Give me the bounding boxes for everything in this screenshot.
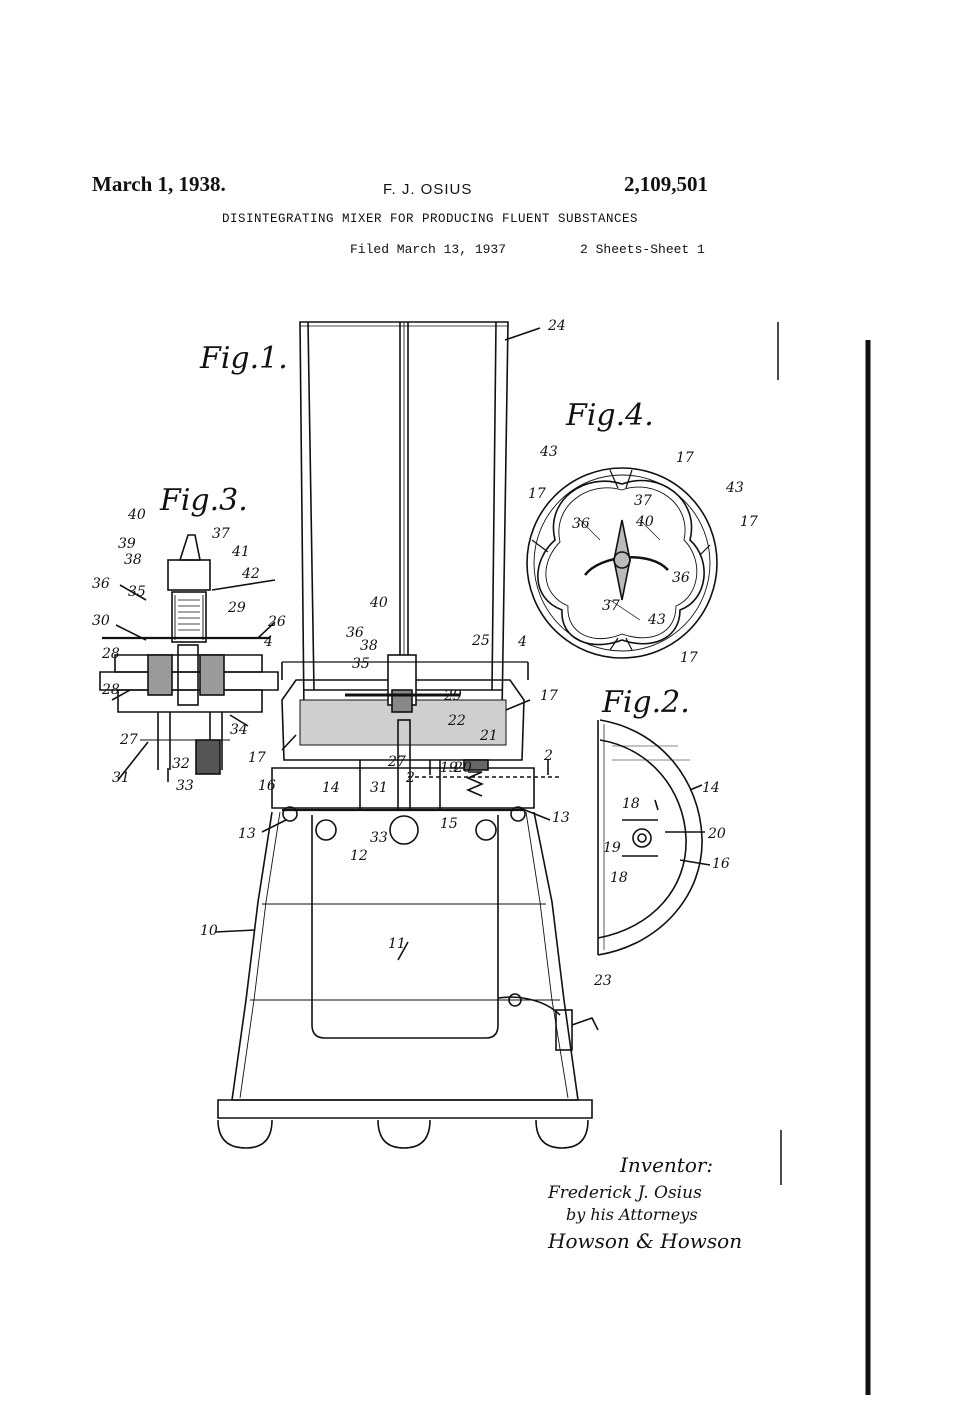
fig4-drawing bbox=[526, 467, 718, 659]
filed-date: Filed March 13, 1937 bbox=[350, 242, 507, 257]
ref-numeral: 18 bbox=[622, 796, 640, 812]
ref-numeral: 17 bbox=[740, 514, 758, 530]
fig3-drawing bbox=[99, 534, 279, 782]
ref-numeral: 33 bbox=[370, 830, 388, 846]
ref-numeral: 21 bbox=[479, 728, 498, 744]
ref-numeral: 32 bbox=[172, 756, 190, 772]
patent-number: 2,109,501 bbox=[624, 172, 708, 196]
ref-numeral: 17 bbox=[540, 688, 558, 704]
ref-numeral: 31 bbox=[370, 780, 388, 796]
ref-numeral: 4 bbox=[263, 634, 273, 650]
ref-numeral: 15 bbox=[440, 816, 458, 832]
fig1-label: Fig.1. bbox=[199, 341, 288, 376]
ref-numeral: 31 bbox=[112, 770, 130, 786]
ref-numeral: 25 bbox=[471, 633, 490, 649]
ref-numeral: 19 bbox=[603, 840, 621, 856]
ref-numeral: 40 bbox=[635, 514, 654, 530]
ref-numeral: 38 bbox=[124, 552, 142, 568]
sheet-number: 2 Sheets-Sheet 1 bbox=[580, 242, 705, 257]
ref-numeral: 16 bbox=[712, 856, 730, 872]
ref-numeral: 43 bbox=[725, 480, 744, 496]
ref-numeral: 38 bbox=[360, 638, 378, 654]
ref-numeral: 27 bbox=[119, 732, 138, 748]
fig1-drawing bbox=[214, 321, 599, 1149]
ref-numeral: 20 bbox=[707, 826, 726, 842]
ref-numeral: 11 bbox=[388, 936, 406, 952]
ref-numeral: 30 bbox=[92, 613, 110, 629]
ref-numeral: 29 bbox=[227, 600, 246, 616]
ref-numeral: 40 bbox=[369, 595, 388, 611]
fig3-label: Fig.3. bbox=[159, 483, 248, 518]
ref-numeral: 35 bbox=[128, 584, 146, 600]
ref-numeral: 13 bbox=[238, 826, 256, 842]
ref-numeral: 22 bbox=[447, 713, 466, 729]
ref-numeral: 36 bbox=[92, 576, 110, 592]
ref-numeral: 36 bbox=[346, 625, 364, 641]
ref-numeral: 20 bbox=[453, 760, 472, 776]
ref-numeral: 36 bbox=[572, 516, 590, 532]
inventor-name: F. J. OSIUS bbox=[383, 181, 473, 198]
ref-numeral: 2 bbox=[405, 770, 415, 786]
ref-numeral: 37 bbox=[634, 493, 652, 509]
ref-numeral: 14 bbox=[322, 780, 340, 796]
patent-title: DISINTEGRATING MIXER FOR PRODUCING FLUEN… bbox=[222, 212, 639, 226]
ref-numeral: 13 bbox=[552, 810, 570, 826]
ref-numeral: 39 bbox=[118, 536, 136, 552]
ref-numeral: 29 bbox=[443, 688, 462, 704]
signature-attorneys-name: Howson & Howson bbox=[547, 1229, 742, 1253]
ref-numeral: 42 bbox=[241, 566, 260, 582]
ref-numeral: 18 bbox=[610, 870, 628, 886]
reference-numerals: 10 11 12 13 13 14 14 15 16 16 17 17 17 17 17 17 18 18 19 19… bbox=[92, 318, 758, 989]
ref-numeral: 17 bbox=[680, 650, 698, 666]
ref-numeral: 27 bbox=[387, 754, 406, 770]
fig2-drawing bbox=[597, 719, 711, 956]
ref-numeral: 37 bbox=[602, 598, 620, 614]
ref-numeral: 12 bbox=[350, 848, 368, 864]
ref-numeral: 23 bbox=[593, 973, 612, 989]
ref-numeral: 33 bbox=[176, 778, 194, 794]
fig4-label: Fig.4. bbox=[565, 398, 654, 433]
ref-numeral: 17 bbox=[676, 450, 694, 466]
ref-numeral: 16 bbox=[258, 778, 276, 794]
signature-inventor-label: Inventor: bbox=[619, 1153, 713, 1177]
ref-numeral: 2 bbox=[543, 748, 553, 764]
ref-numeral: 28 bbox=[101, 682, 120, 698]
ref-numeral: 37 bbox=[212, 526, 230, 542]
ref-numeral: 19 bbox=[440, 760, 458, 776]
ref-numeral: 36 bbox=[672, 570, 690, 586]
signature-attorneys-label: by his Attorneys bbox=[566, 1205, 698, 1224]
fig2-label: Fig.2. bbox=[601, 685, 690, 720]
ref-numeral: 35 bbox=[352, 656, 370, 672]
ref-numeral: 4 bbox=[517, 634, 527, 650]
ref-numeral: 43 bbox=[647, 612, 666, 628]
ref-numeral: 40 bbox=[127, 507, 146, 523]
ref-numeral: 24 bbox=[547, 318, 566, 334]
ref-numeral: 14 bbox=[702, 780, 720, 796]
ref-numeral: 34 bbox=[230, 722, 248, 738]
ref-numeral: 10 bbox=[200, 923, 218, 939]
ref-numeral: 41 bbox=[231, 544, 250, 560]
patent-date: March 1, 1938. bbox=[92, 172, 226, 196]
ref-numeral: 28 bbox=[101, 646, 120, 662]
ref-numeral: 17 bbox=[248, 750, 266, 766]
ref-numeral: 17 bbox=[528, 486, 546, 502]
ref-numeral: 26 bbox=[267, 614, 286, 630]
ref-numeral: 43 bbox=[539, 444, 558, 460]
signature-inventor-name: Frederick J. Osius bbox=[547, 1183, 702, 1203]
